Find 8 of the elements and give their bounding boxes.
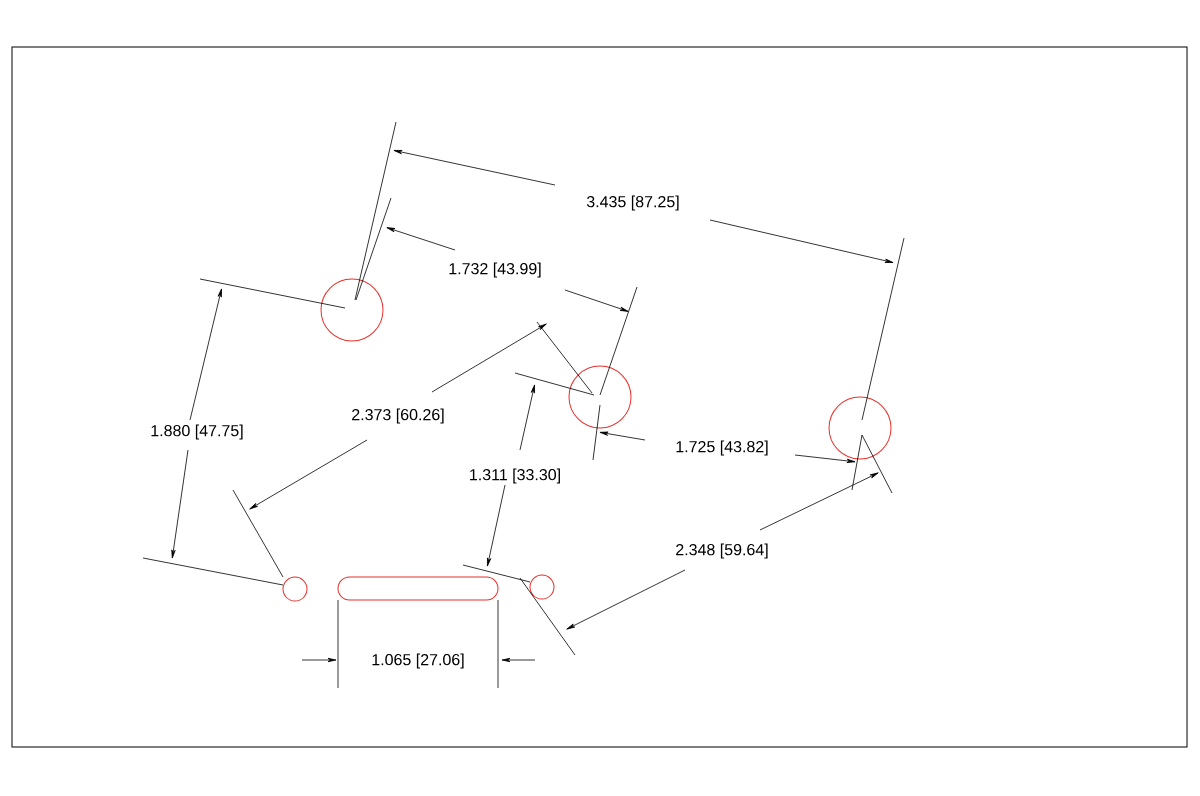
dimension-label: 1.065 [27.06]	[372, 653, 464, 669]
dimension-label: 1.880 [47.75]	[151, 424, 243, 440]
dimension-label: 1.732 [43.99]	[449, 262, 541, 278]
dimension-label: 1.311 [33.30]	[470, 468, 560, 484]
dimension-label: 2.348 [59.64]	[676, 543, 768, 559]
dimension-label: 3.435 [87.25]	[586, 195, 679, 211]
dimension-label: 2.373 [60.26]	[352, 408, 444, 424]
dimension-label: 1.725 [43.82]	[676, 440, 768, 456]
